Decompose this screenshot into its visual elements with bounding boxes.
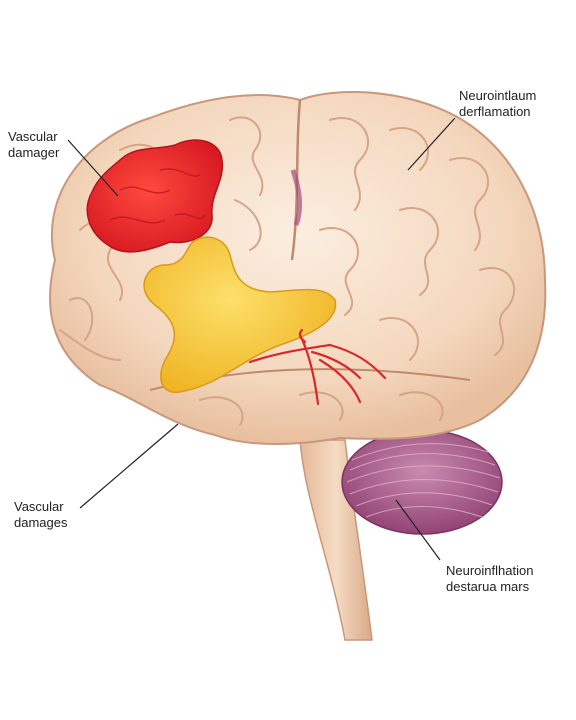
leader-line-bottom-right — [395, 499, 441, 561]
label-line: Vascular — [8, 129, 58, 144]
vascular-damage-region — [86, 139, 224, 253]
label-line: damages — [14, 515, 68, 530]
label-line: Neurointlaum — [459, 88, 537, 103]
label-neuroinflammation-top: Neurointlaum derflamation — [459, 88, 536, 120]
yellow-damage-region — [143, 236, 337, 393]
cerebrum — [49, 91, 547, 445]
leader-line-top-left — [67, 139, 119, 197]
label-vascular-damager: Vascular damager — [8, 129, 59, 161]
label-line: derflamation — [459, 104, 531, 119]
label-neuroinflammation-bottom: Neuroinflhation destarua mars — [446, 563, 533, 595]
cerebellum — [341, 429, 503, 535]
label-line: damager — [8, 145, 60, 160]
label-vascular-damages: Vascular damages — [14, 499, 67, 531]
leader-line-top-right — [407, 117, 456, 171]
leader-line-bottom-left — [79, 423, 179, 509]
label-line: destarua mars — [446, 579, 530, 594]
label-line: Neuroinflhation — [446, 563, 534, 578]
label-line: Vascular — [14, 499, 64, 514]
damaged-vessels — [248, 328, 387, 406]
